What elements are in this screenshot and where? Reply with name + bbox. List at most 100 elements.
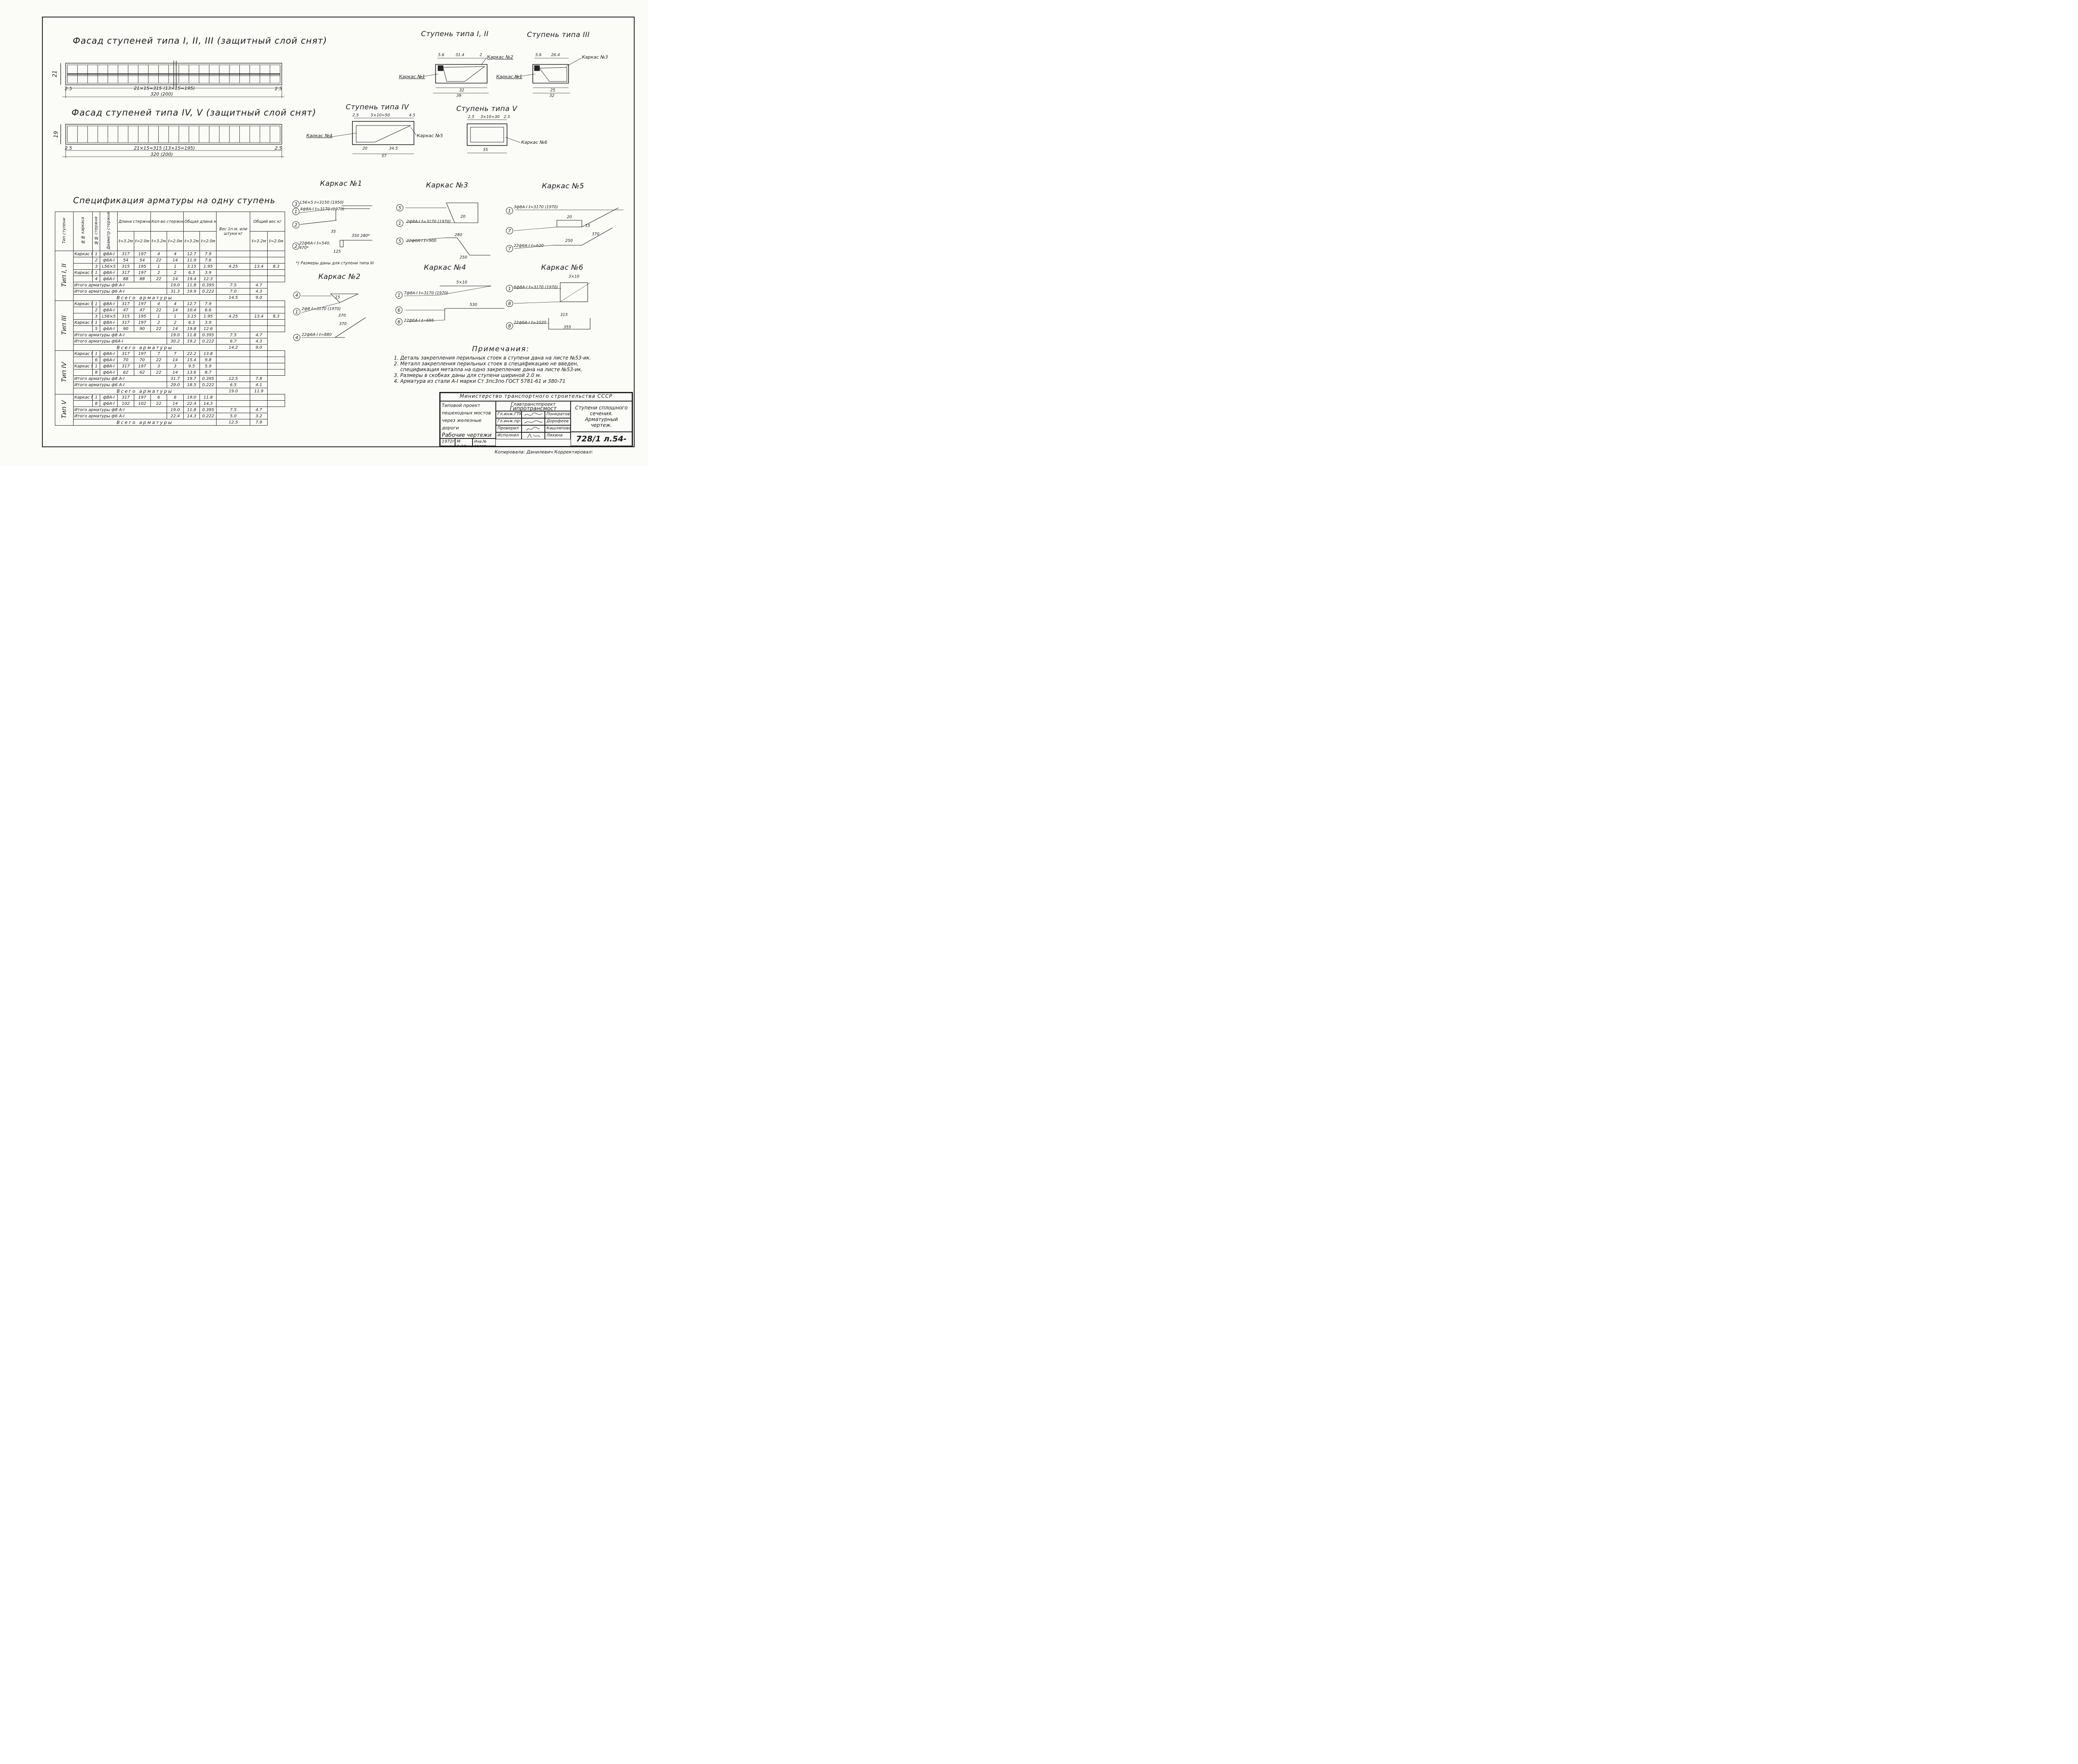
spec-total-label: Итого арматуры ф8 А-I: [73, 375, 167, 382]
spec-cell: 19.2: [183, 338, 200, 345]
spec-total-label: Итого арматуры ф6 А-I: [73, 382, 167, 389]
spec-cell: 88: [133, 276, 151, 283]
tb-org-1: Главтрансппроект: [511, 402, 556, 407]
spec-cell: [250, 301, 268, 308]
spec-cell: [216, 276, 251, 283]
note-item: Размеры в скобках даны для ступени ширин…: [400, 372, 609, 378]
spec-cell: 5.9: [199, 363, 217, 370]
spec-cell: 8: [92, 400, 101, 407]
tb-sheet-title: Ступени сплошного сечения. Арматурный че…: [571, 401, 632, 432]
frame-6-bar-a: 6ф8А-I ℓ=3170 (1970): [514, 285, 558, 290]
spec-cell: 3.15: [183, 263, 200, 270]
dim-s5-a: 2.5: [468, 115, 475, 119]
spec-cell: 1: [92, 363, 101, 370]
spec-grand-label: Всего арматуры: [73, 388, 217, 395]
section-step-5-title: Ступень типа V: [456, 105, 517, 113]
spec-header-weight1: Вес 1п.м. или штуки кг: [216, 211, 251, 251]
spec-cell: 19.0: [183, 394, 200, 401]
spec-cell: 4.7: [250, 407, 268, 414]
spec-cell: 4: [150, 301, 167, 308]
spec-cell: [250, 400, 268, 407]
facade-2-edge-left: 2.5: [65, 145, 72, 151]
spec-cell: 14: [167, 325, 184, 333]
tb-org: Главтрансппроект Гипротрансмост: [496, 401, 571, 411]
frame-item-marker: [506, 207, 513, 214]
frame-item-marker: [396, 219, 404, 227]
label-frame-6: Каркас №6: [521, 140, 547, 145]
frame-3-dim-a: 20: [460, 214, 466, 219]
spec-header-weight: Общий вес кг: [250, 211, 285, 232]
spec-cell: 31.7: [167, 375, 184, 382]
spec-cell: 7.9: [199, 301, 217, 308]
spec-frame-cell: Каркас №1: [73, 301, 93, 308]
spec-cell: [267, 319, 285, 326]
dim-s4-c: 4.5: [409, 113, 416, 118]
label-frame-3: Каркас №3: [582, 54, 608, 60]
spec-cell: 1: [92, 251, 101, 258]
spec-cell: [216, 301, 251, 308]
frame-item-marker: [395, 291, 403, 299]
frame-item-number: 5: [399, 205, 401, 211]
frame-item-number: 1: [295, 209, 298, 214]
frame-item-marker: [506, 285, 513, 292]
frame-item-number: 4: [295, 293, 298, 298]
spec-type-cell: Тип IV: [55, 350, 74, 395]
spec-cell: 195: [133, 263, 151, 270]
spec-cell: 3: [150, 363, 167, 370]
spec-cell: 0.222: [199, 338, 217, 345]
spec-cell: 9.0: [250, 294, 268, 301]
dim-s12-a: 5.6: [438, 53, 445, 57]
spec-cell: 6.3: [183, 319, 200, 326]
notes-list: Деталь закрепления перильных стоек в сту…: [393, 355, 609, 384]
spec-cell: [250, 394, 268, 401]
spec-cell: 4.25: [216, 263, 251, 270]
spec-cell: 5: [92, 325, 101, 333]
note-item: Арматура из стали А-I марки Ст 3пс3по ГО…: [400, 378, 609, 384]
frame-5-dim-a: 20: [567, 215, 572, 219]
frame-6-title: Каркас №6: [541, 264, 584, 272]
spec-cell: 3: [92, 313, 101, 320]
spec-cell: [250, 363, 268, 370]
spec-cell: 4: [150, 251, 167, 258]
spec-cell: 197: [133, 350, 151, 357]
spec-cell: 14: [167, 369, 184, 376]
spec-cell: 197: [133, 301, 151, 308]
dim-s5-b: 3×10=30: [480, 115, 500, 119]
spec-cell: L56×5: [100, 313, 118, 320]
spec-cell: 2: [167, 319, 184, 326]
spec-cell: 0.395: [199, 407, 217, 414]
spec-cell: 19.0: [167, 282, 184, 289]
spec-cell: 88: [117, 276, 134, 283]
spec-cell: 22.4: [183, 400, 200, 407]
spec-cell: [216, 350, 251, 357]
frame-5-bar-a: 3ф8А-I ℓ=3170 (1970): [514, 205, 558, 209]
spec-cell: [216, 307, 251, 314]
frame-5-title: Каркас №5: [542, 182, 584, 190]
dim-s3-b: 26.4: [551, 53, 560, 57]
spec-frame-cell: [73, 400, 93, 407]
tb-signature: [522, 425, 545, 432]
spec-cell: 22.4: [167, 413, 184, 420]
drawing-sheet: Фасад ступеней типа I, II, III (защитный…: [0, 0, 648, 466]
facade-2-drawing: [60, 124, 284, 158]
frame-item-number: 1: [295, 309, 298, 315]
spec-cell: [267, 325, 285, 333]
spec-frame-cell: Каркас №5: [73, 363, 93, 370]
spec-cell: [250, 269, 268, 276]
note-item: Металл закрепления перильных стоек в спе…: [400, 361, 609, 372]
tb-project-line: через железные дороги: [442, 418, 482, 431]
spec-cell: 3.15: [183, 313, 200, 320]
spec-header-diam: Диаметр стержня: [100, 211, 118, 251]
spec-sub-l32: ℓ=3.2м: [183, 231, 200, 251]
spec-cell: 1.95: [199, 263, 217, 270]
section-step-1-2-title: Ступень типа I, II: [421, 30, 489, 38]
spec-cell: 11.9: [183, 257, 200, 264]
